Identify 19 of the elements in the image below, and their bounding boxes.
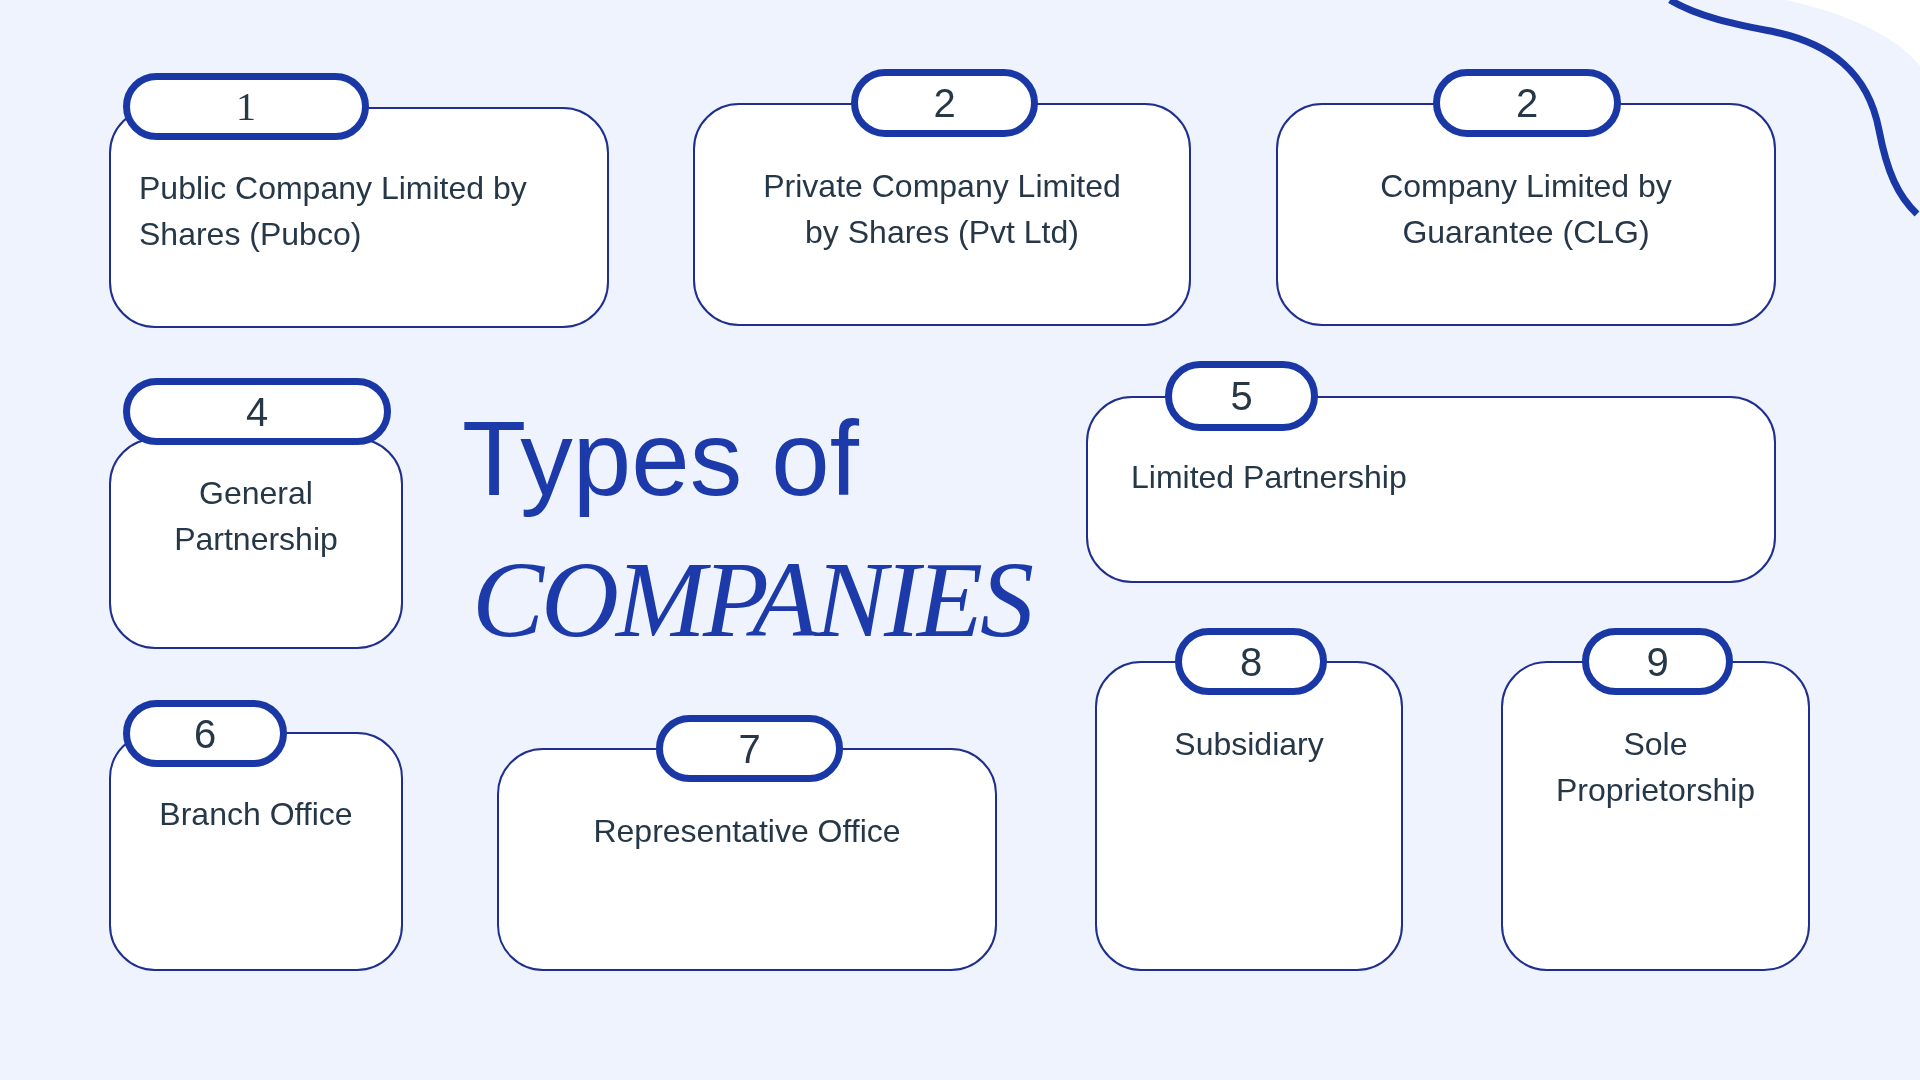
card-text: Public Company Limited by Shares (Pubco)	[139, 169, 528, 254]
card-text: General Partnership	[173, 474, 339, 559]
number-tag: 9	[1582, 628, 1733, 695]
number-tag: 1	[123, 73, 369, 140]
card-text: Representative Office	[592, 812, 902, 851]
number-tag: 4	[123, 378, 391, 445]
card-text: Private Company Limited by Shares (Pvt Ltd)	[762, 167, 1122, 252]
card-text: Branch Office	[158, 795, 354, 834]
title: Types of COMPANIES	[462, 406, 1033, 654]
number-tag: 6	[123, 700, 287, 767]
card-text: Limited Partnership	[1131, 458, 1408, 497]
number-tag: 5	[1165, 361, 1318, 431]
card-text: Subsidiary	[1173, 725, 1325, 764]
number-tag: 8	[1175, 628, 1327, 695]
number-tag: 2	[1433, 69, 1621, 137]
card-text: Sole Proprietorship	[1554, 725, 1757, 810]
card-text: Company Limited by Guarantee (CLG)	[1379, 167, 1673, 252]
number-tag: 7	[656, 715, 843, 782]
number-tag: 2	[851, 69, 1038, 137]
